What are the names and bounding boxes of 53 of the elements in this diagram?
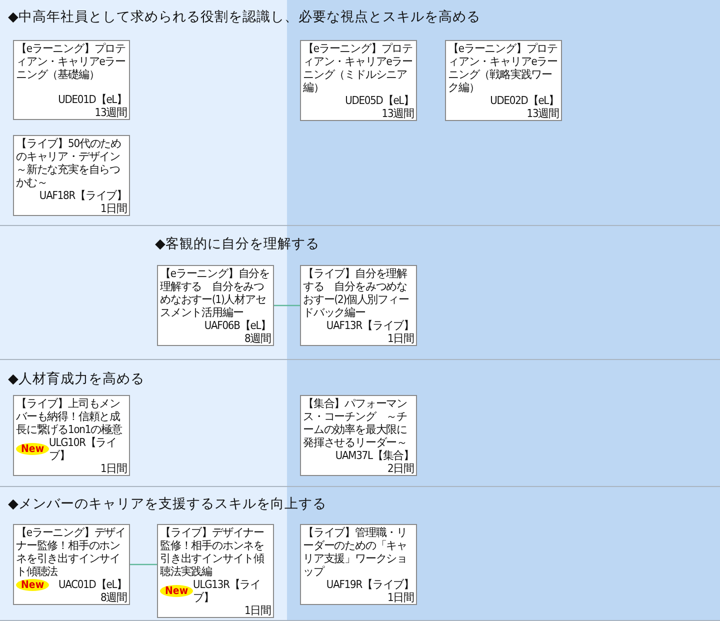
course-title: 【eラーニング】自分を理解する 自分をみつめなおすー(1)人材アセスメント活用編ー [160, 267, 270, 319]
course-title: 【ライブ】デザイナー監修！相手のホンネを引き出すインサイト傾聴法実践編 [160, 526, 266, 578]
course-card [300, 40, 417, 121]
new-badge: New [16, 578, 50, 590]
course-title: 【ライブ】管理職・リーダーのための「キャリア支援」ワークショップ [303, 526, 408, 578]
course-card [157, 265, 274, 346]
course-duration: 8週間 [244, 332, 271, 345]
course-card [13, 395, 130, 476]
course-code: UAF19R【ライブ】 [326, 578, 414, 591]
connector-line [130, 564, 157, 566]
new-badge: New [16, 443, 50, 455]
course-card [13, 40, 130, 120]
course-card [13, 135, 130, 216]
course-code: UDE01D【eL】 [58, 93, 127, 106]
course-duration: 1日間 [244, 604, 271, 617]
section-heading: ◆客観的に自分を理解する [155, 235, 320, 253]
course-title: 【ライブ】上司もメンバーも納得！信頼と成長に繋げる1on1の極意 [16, 397, 123, 436]
course-title: 【eラーニング】デザイナー監修！相手のホンネを引き出すインサイト傾聴法 [16, 526, 126, 578]
section-heading: ◆メンバーのキャリアを支援するスキルを向上する [8, 495, 326, 513]
course-duration: 2日間 [388, 462, 414, 475]
course-code: UAF13R【ライブ】 [326, 319, 414, 332]
course-code: UAC01D【eL】 [58, 578, 127, 591]
course-duration: 13週間 [526, 107, 559, 120]
course-card [157, 524, 274, 618]
course-code: ULG13R【ライブ】 [193, 578, 261, 604]
course-card [300, 524, 417, 605]
course-title: 【eラーニング】プロティアン・キャリアeラーニング（基礎編） [16, 42, 126, 83]
course-title: 【eラーニング】プロティアン・キャリアeラーニング（ミドルシニア編） [303, 42, 414, 94]
course-code: ULG10R【ライブ】 [49, 436, 117, 462]
course-title: 【集合】パフォーマンス・コーチング ～チームの効率を最大限に発揮させるリーダー～ [303, 397, 408, 449]
new-badge: New [160, 585, 194, 597]
course-duration: 13週間 [94, 106, 127, 119]
course-duration: 1日間 [388, 332, 414, 345]
course-card [300, 395, 417, 476]
course-duration: 8週間 [100, 591, 127, 604]
course-title: 【eラーニング】プロティアン・キャリアeラーニング（戦略実践ワーク編） [448, 42, 558, 94]
course-code: UAF06B【eL】 [204, 319, 271, 332]
connector-line [274, 304, 300, 306]
course-card [13, 524, 130, 605]
section-heading: ◆人材育成力を高める [8, 370, 144, 388]
course-duration: 1日間 [388, 591, 414, 604]
course-title: 【ライブ】50代のためのキャリア・デザイン～新たな充実を自らつかむ～ [16, 137, 122, 189]
course-card [300, 265, 417, 346]
course-duration: 1日間 [100, 202, 127, 215]
course-title: 【ライブ】自分を理解する 自分をみつめなおすー(2)個人別フィードバック編ー [303, 267, 410, 319]
course-duration: 13週間 [382, 107, 414, 120]
course-code: UDE02D【eL】 [490, 94, 559, 107]
course-code: UAF18R【ライブ】 [39, 189, 127, 202]
course-duration: 1日間 [100, 462, 127, 475]
section-heading: ◆中高年社員として求められる役割を認識し、必要な視点とスキルを高める [8, 8, 480, 26]
course-code: UAM37L【集合】 [335, 449, 414, 462]
course-code: UDE05D【eL】 [345, 94, 414, 107]
course-card [445, 40, 562, 121]
